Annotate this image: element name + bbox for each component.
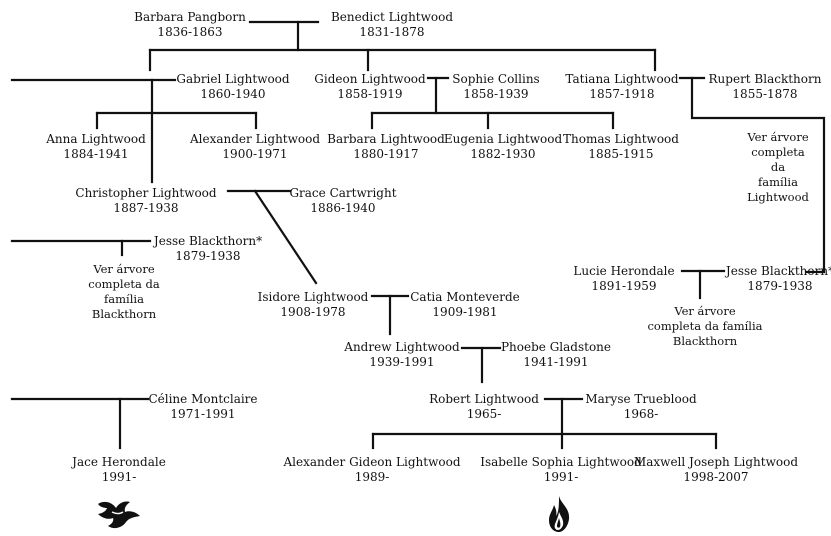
person-name: Sophie Collins: [452, 72, 540, 86]
person-dates: 1882-1930: [470, 147, 536, 161]
person-dates: 1909-1981: [432, 305, 498, 319]
person-rupert-blackthorn: Rupert Blackthorn 1855-1878: [709, 72, 822, 102]
person-name: Robert Lightwood: [429, 392, 539, 406]
person-name: Thomas Lightwood: [563, 132, 679, 146]
person-name: Jesse Blackthorn*: [153, 234, 263, 248]
lightwood-tree-note[interactable]: Ver árvore completa da família Lightwood: [747, 130, 809, 204]
person-robert-lightwood: Robert Lightwood 1965-: [429, 392, 539, 422]
person-dates: 1941-1991: [523, 355, 589, 369]
person-anna-lightwood: Anna Lightwood 1884-1941: [46, 132, 146, 162]
person-name: Anna Lightwood: [46, 132, 146, 146]
person-dates: 1968-: [623, 407, 659, 421]
person-andrew-lightwood: Andrew Lightwood 1939-1991: [344, 340, 459, 370]
person-isabelle-sophia-lightwood: Isabelle Sophia Lightwood 1991-: [480, 455, 642, 485]
person-celine-montclaire: Céline Montclaire 1971-1991: [148, 392, 257, 422]
person-maxwell-joseph-lightwood: Maxwell Joseph Lightwood 1998-2007: [634, 455, 798, 485]
person-thomas-lightwood: Thomas Lightwood 1885-1915: [563, 132, 679, 162]
bird-icon: [98, 501, 140, 529]
person-dates: 1858-1919: [337, 87, 403, 101]
person-dates: 1836-1863: [157, 25, 223, 39]
person-alexander-gideon-lightwood: Alexander Gideon Lightwood 1989-: [283, 455, 460, 485]
person-name: Eugenia Lightwood: [443, 132, 563, 146]
person-name: Benedict Lightwood: [330, 10, 454, 24]
person-dates: 1998-2007: [683, 470, 749, 484]
person-name: Lucie Herondale: [573, 264, 675, 278]
person-name: Andrew Lightwood: [344, 340, 460, 354]
person-phoebe-gladstone: Phoebe Gladstone 1941-1991: [501, 340, 611, 370]
person-dates: 1886-1940: [310, 201, 376, 215]
person-dates: 1989-: [354, 470, 390, 484]
person-name: Catia Monteverde: [410, 290, 520, 304]
person-isidore-lightwood: Isidore Lightwood 1908-1978: [258, 290, 369, 320]
person-catia-monteverde: Catia Monteverde 1909-1981: [410, 290, 520, 320]
person-name: Jace Herondale: [72, 455, 166, 469]
person-name: Isidore Lightwood: [257, 290, 369, 304]
person-dates: 1900-1971: [222, 147, 288, 161]
person-dates: 1965-: [466, 407, 502, 421]
person-dates: 1971-1991: [170, 407, 236, 421]
person-name: Phoebe Gladstone: [500, 340, 612, 354]
person-name: Barbara Pangborn: [134, 10, 246, 24]
person-dates: 1887-1938: [113, 201, 179, 215]
person-maryse-trueblood: Maryse Trueblood 1968-: [585, 392, 696, 422]
person-dates: 1879-1938: [747, 279, 813, 293]
person-name: Gabriel Lightwood: [176, 72, 290, 86]
person-barbara-lightwood: Barbara Lightwood 1880-1917: [327, 132, 445, 162]
person-name: Jesse Blackthorn*: [725, 264, 831, 278]
person-dates: 1991-: [543, 470, 579, 484]
person-eugenia-lightwood: Eugenia Lightwood 1882-1930: [444, 132, 562, 162]
person-alexander-lightwood: Alexander Lightwood 1900-1971: [190, 132, 320, 162]
person-dates: 1891-1959: [591, 279, 657, 293]
blackthorn-tree-note-right[interactable]: Ver árvore completa da família Blackthor…: [647, 304, 763, 348]
person-sophie-collins: Sophie Collins 1858-1939: [452, 72, 539, 102]
person-dates: 1860-1940: [200, 87, 266, 101]
person-benedict-lightwood: Benedict Lightwood 1831-1878: [331, 10, 453, 40]
person-dates: 1885-1915: [588, 147, 654, 161]
person-jesse-blackthorn-left: Jesse Blackthorn* 1879-1938: [154, 234, 262, 264]
person-name: Barbara Lightwood: [327, 132, 445, 146]
person-name: Tatiana Lightwood: [565, 72, 679, 86]
flame-icon: [549, 496, 570, 532]
person-name: Maxwell Joseph Lightwood: [633, 455, 799, 469]
person-dates: 1880-1917: [353, 147, 419, 161]
descent-line: [690, 76, 826, 274]
blackthorn-tree-note-left[interactable]: Ver árvore completa da família Blackthor…: [88, 262, 160, 321]
person-dates: 1858-1939: [463, 87, 529, 101]
person-dates: 1855-1878: [732, 87, 798, 101]
descent-line: [253, 189, 318, 285]
person-dates: 1991-: [101, 470, 137, 484]
person-dates: 1831-1878: [359, 25, 425, 39]
person-barbara-pangborn: Barbara Pangborn 1836-1863: [134, 10, 246, 40]
person-gideon-lightwood: Gideon Lightwood 1858-1919: [314, 72, 425, 102]
person-jace-herondale: Jace Herondale 1991-: [72, 455, 166, 485]
person-name: Grace Cartwright: [289, 186, 397, 200]
person-dates: 1857-1918: [589, 87, 655, 101]
person-name: Isabelle Sophia Lightwood: [480, 455, 642, 469]
person-name: Céline Montclaire: [148, 392, 258, 406]
person-name: Alexander Gideon Lightwood: [283, 455, 461, 469]
person-dates: 1939-1991: [369, 355, 435, 369]
person-lucie-herondale: Lucie Herondale 1891-1959: [573, 264, 674, 294]
person-name: Alexander Lightwood: [189, 132, 321, 146]
person-name: Christopher Lightwood: [75, 186, 217, 200]
person-jesse-blackthorn-right: Jesse Blackthorn* 1879-1938: [726, 264, 831, 294]
person-dates: 1908-1978: [280, 305, 346, 319]
person-dates: 1884-1941: [63, 147, 129, 161]
person-name: Rupert Blackthorn: [708, 72, 822, 86]
person-name: Maryse Trueblood: [585, 392, 697, 406]
person-gabriel-lightwood: Gabriel Lightwood 1860-1940: [176, 72, 289, 102]
person-christopher-lightwood: Christopher Lightwood 1887-1938: [75, 186, 216, 216]
person-tatiana-lightwood: Tatiana Lightwood 1857-1918: [565, 72, 678, 102]
person-name: Gideon Lightwood: [314, 72, 426, 86]
person-dates: 1879-1938: [175, 249, 241, 263]
person-grace-cartwright: Grace Cartwright 1886-1940: [289, 186, 396, 216]
